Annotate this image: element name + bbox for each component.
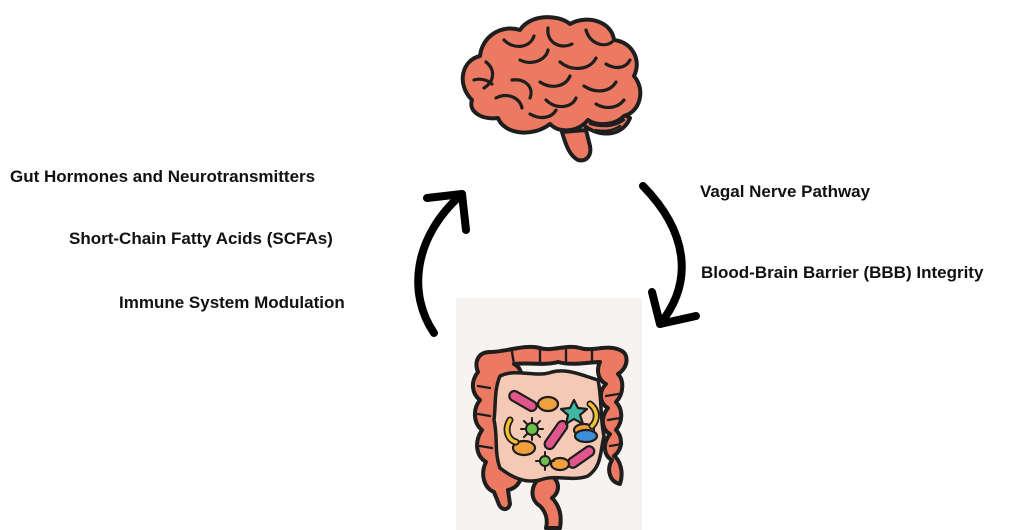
- intestine-microbiome-icon: [456, 298, 642, 530]
- brain-to-gut-arrow: [643, 186, 696, 324]
- brain-icon: [463, 17, 641, 160]
